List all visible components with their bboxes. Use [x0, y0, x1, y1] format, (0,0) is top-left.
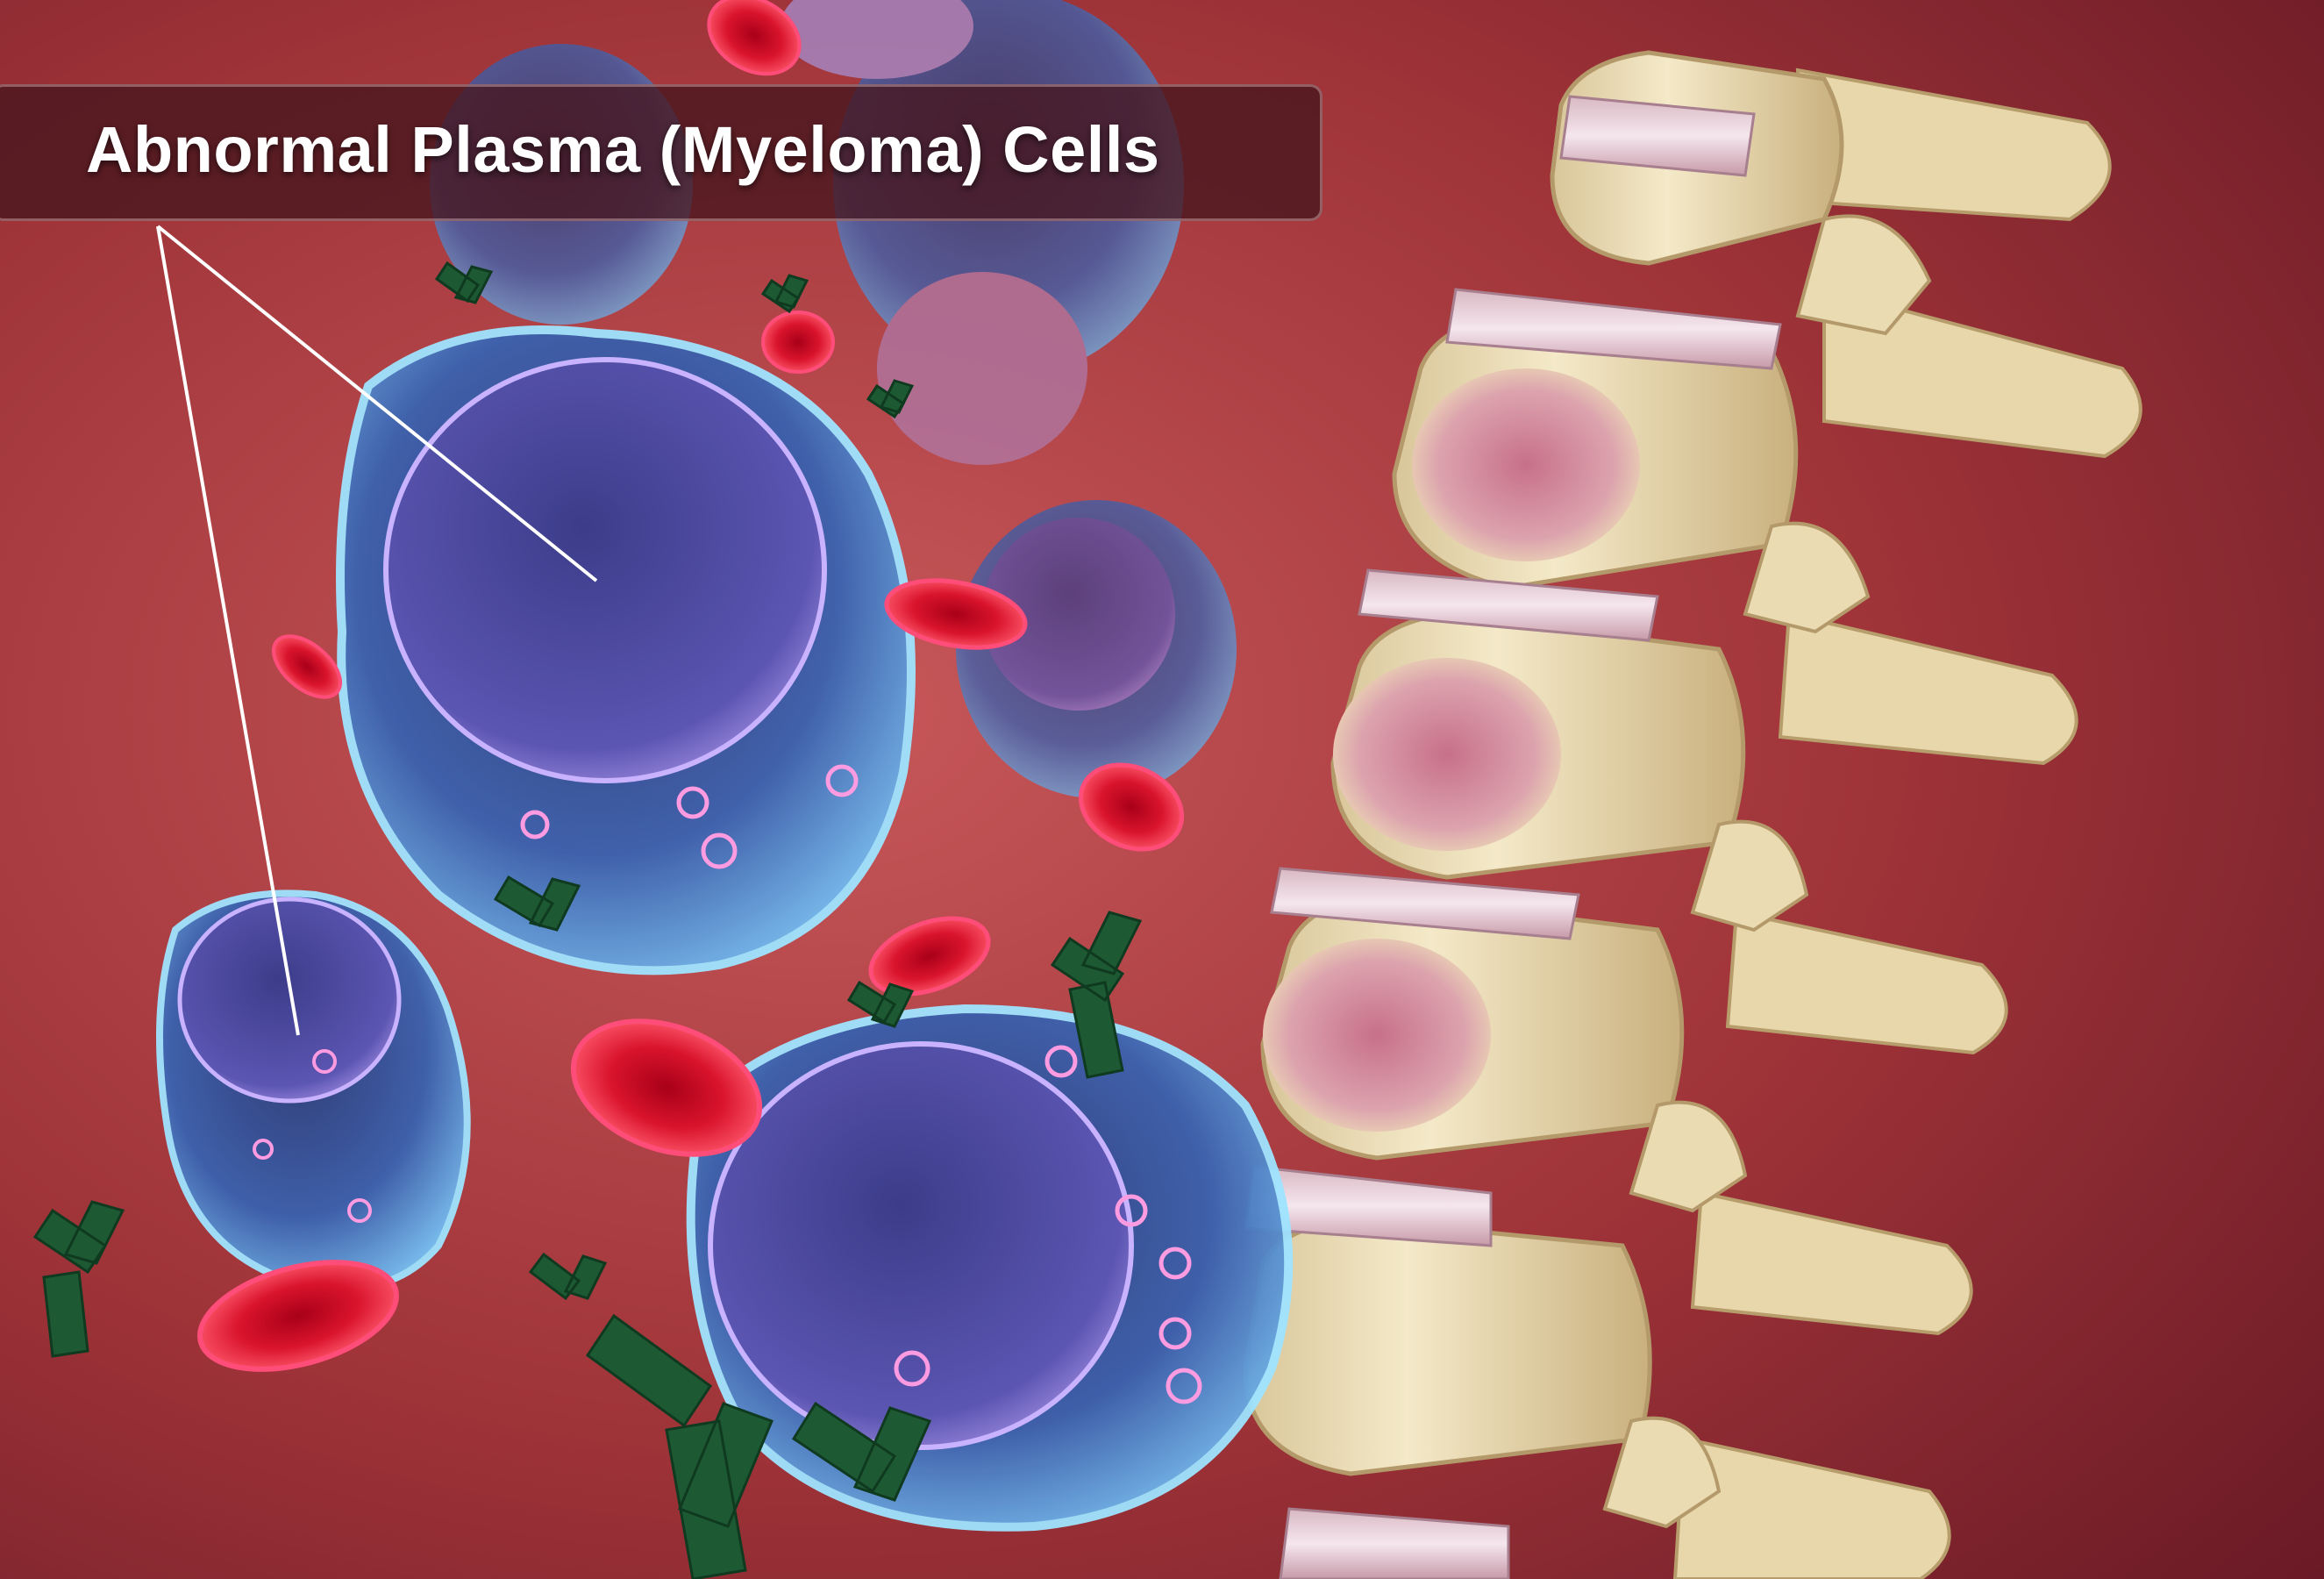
myeloma-cell-icon: [336, 325, 916, 975]
callout-pointer: [156, 225, 598, 1036]
callout-label: Abnormal Plasma (Myeloma) Cells: [86, 113, 1160, 186]
callout-label-box: [0, 84, 1322, 221]
spine-icon: [1243, 50, 2142, 1579]
bone-lesions: [1263, 368, 1640, 1132]
antibody-icon: [32, 261, 1143, 1579]
myeloma-cell-icon: [156, 890, 471, 1292]
red-blood-cell-icon: [197, 0, 1185, 1372]
myeloma-cell-icon: [686, 1004, 1294, 1532]
